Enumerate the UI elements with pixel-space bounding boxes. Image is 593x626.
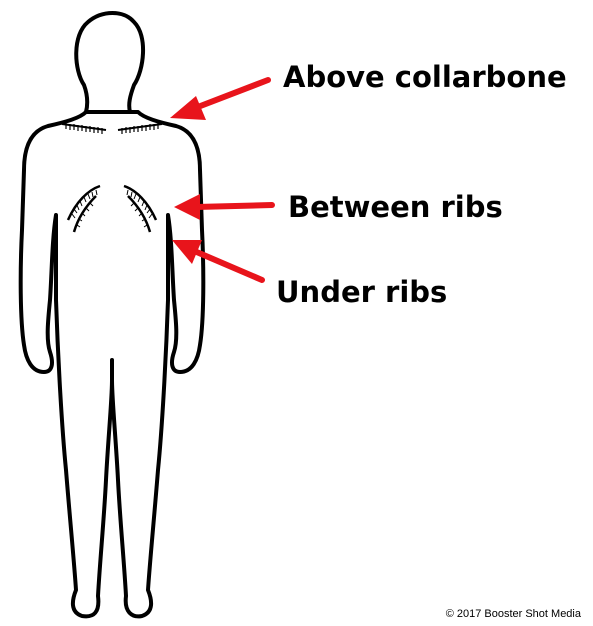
right-lower-rib	[128, 196, 150, 232]
collarbone-marks	[62, 123, 162, 134]
left-lower-rib	[74, 196, 96, 232]
arrow-above-collarbone	[170, 80, 268, 120]
copyright-credit: © 2017 Booster Shot Media	[446, 608, 581, 620]
arrows	[170, 80, 272, 280]
arrow-between-ribs	[174, 194, 272, 220]
arrow-under-ribs	[172, 240, 262, 280]
label-above-collarbone: Above collarbone	[283, 60, 567, 94]
label-under-ribs: Under ribs	[276, 275, 447, 309]
human-body-outline	[21, 13, 204, 616]
head	[76, 13, 143, 112]
rib-marks	[68, 186, 156, 232]
label-between-ribs: Between ribs	[288, 190, 503, 224]
